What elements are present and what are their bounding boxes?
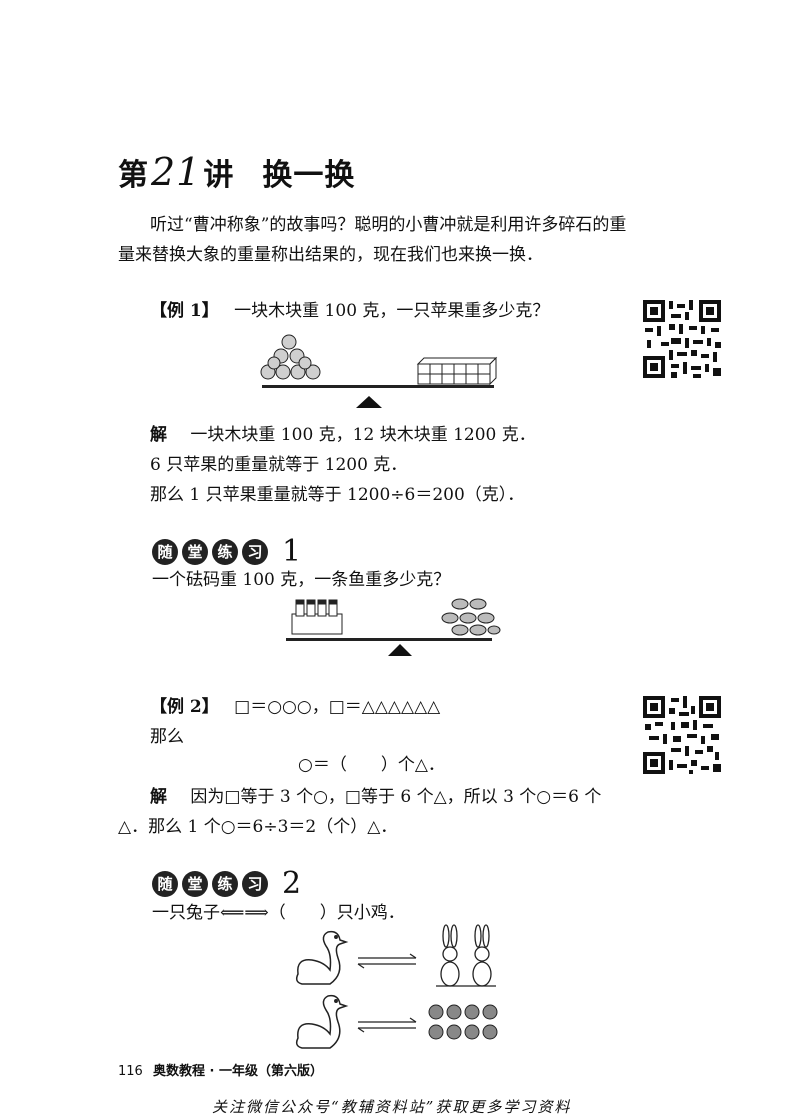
example2-then: 那么: [150, 727, 184, 747]
practice-badge-char: 堂: [182, 538, 208, 565]
example1-question: 一块木块重 100 克，一只苹果重多少克？: [234, 301, 550, 321]
practice-badge-char: 堂: [182, 870, 208, 897]
practice-badge-char: 习: [242, 538, 268, 565]
practice2-question: 一只兔子⟸⟹（ ）只小鸡．: [152, 903, 405, 923]
balance-beam: [286, 638, 492, 641]
title-prefix: 第: [118, 158, 149, 193]
practice-badge-char: 练: [212, 870, 238, 897]
example1-solution-row: 解 一块木块重 100 克，12 块木块重 1200 克．: [150, 420, 536, 450]
example2-solution-label: 解: [150, 787, 167, 807]
apple-pyramid: [260, 334, 321, 380]
title-suffix: 讲: [203, 158, 235, 193]
practice1-question: 一个砝码重 100 克，一条鱼重多少克？: [152, 570, 451, 590]
page-footer: 116 奥数教程 · 一年级（第六版）: [118, 1060, 323, 1079]
swan-rabbits-exchange: [295, 924, 496, 987]
example2-blank-line: ○＝（ ）个△．: [298, 755, 445, 775]
example1-label: 【例 1】: [150, 301, 219, 321]
swan-icon: [295, 994, 349, 1049]
qr-code-1[interactable]: [641, 298, 723, 380]
example1-question-row: 【例 1】 一块木块重 100 克，一只苹果重多少克？: [150, 296, 549, 326]
balance-weights-fish: [286, 598, 501, 656]
lesson-title: 第21讲换一换: [118, 150, 355, 194]
balance-apples-blocks: [260, 334, 498, 408]
rabbit-icon: [436, 924, 496, 987]
example1-solution-label: 解: [150, 425, 167, 445]
page-number: 116: [118, 1064, 143, 1079]
title-number: 21: [151, 150, 202, 194]
example1-solution-line-2: 6 只苹果的重量就等于 1200 克．: [150, 455, 408, 475]
example2-solution-row: 解 因为□等于 3 个○，□等于 6 个△，所以 3 个○＝6 个: [150, 782, 601, 812]
title-topic: 换一换: [262, 158, 356, 193]
wood-blocks: [416, 356, 498, 386]
intro-line-1: 听过“曹冲称象”的故事吗？聪明的小曹冲就是利用许多碎石的重: [150, 215, 627, 235]
qr-code-2[interactable]: [641, 694, 723, 776]
swan-chicks-exchange: [295, 994, 498, 1049]
practice-badge-char: 习: [242, 870, 268, 897]
swan-icon: [295, 930, 349, 985]
example2-question: □＝○○○，□＝△△△△△△: [234, 697, 441, 717]
example2-question-row: 【例 2】 □＝○○○，□＝△△△△△△: [150, 692, 440, 722]
exchange-arrows-icon: [357, 1017, 417, 1033]
exchange-arrows-icon: [357, 953, 417, 969]
example2-solution-line-2: △．那么 1 个○＝6÷3＝2（个）△．: [118, 817, 398, 837]
example2-solution-line-1: 因为□等于 3 个○，□等于 6 个△，所以 3 个○＝6 个: [190, 787, 602, 807]
chick-icon: [428, 1004, 498, 1040]
weights: [291, 599, 343, 635]
fish-group: [441, 598, 501, 636]
practice2-header: 随 堂 练 习 2: [152, 866, 301, 901]
example1-solution-line-3: 那么 1 只苹果重量就等于 1200÷6＝200（克）．: [150, 485, 525, 505]
balance-fulcrum: [388, 644, 412, 656]
intro-line-2: 量来替换大象的重量称出结果的，现在我们也来换一换．: [118, 245, 543, 265]
practice2-number: 2: [282, 866, 302, 901]
book-title: 奥数教程 · 一年级（第六版）: [152, 1064, 323, 1079]
practice1-header: 随 堂 练 习 1: [152, 534, 301, 569]
example1-solution-line-1: 一块木块重 100 克，12 块木块重 1200 克．: [190, 425, 536, 445]
balance-fulcrum: [356, 396, 382, 408]
practice-badge-char: 随: [152, 870, 178, 897]
practice-badge-char: 练: [212, 538, 238, 565]
balance-beam: [262, 385, 494, 388]
practice-badge-char: 随: [152, 538, 178, 565]
watermark-text: 关注微信公众号“教辅资料站”获取更多学习资料: [212, 1098, 572, 1116]
practice1-number: 1: [282, 534, 302, 569]
example2-label: 【例 2】: [150, 697, 219, 717]
